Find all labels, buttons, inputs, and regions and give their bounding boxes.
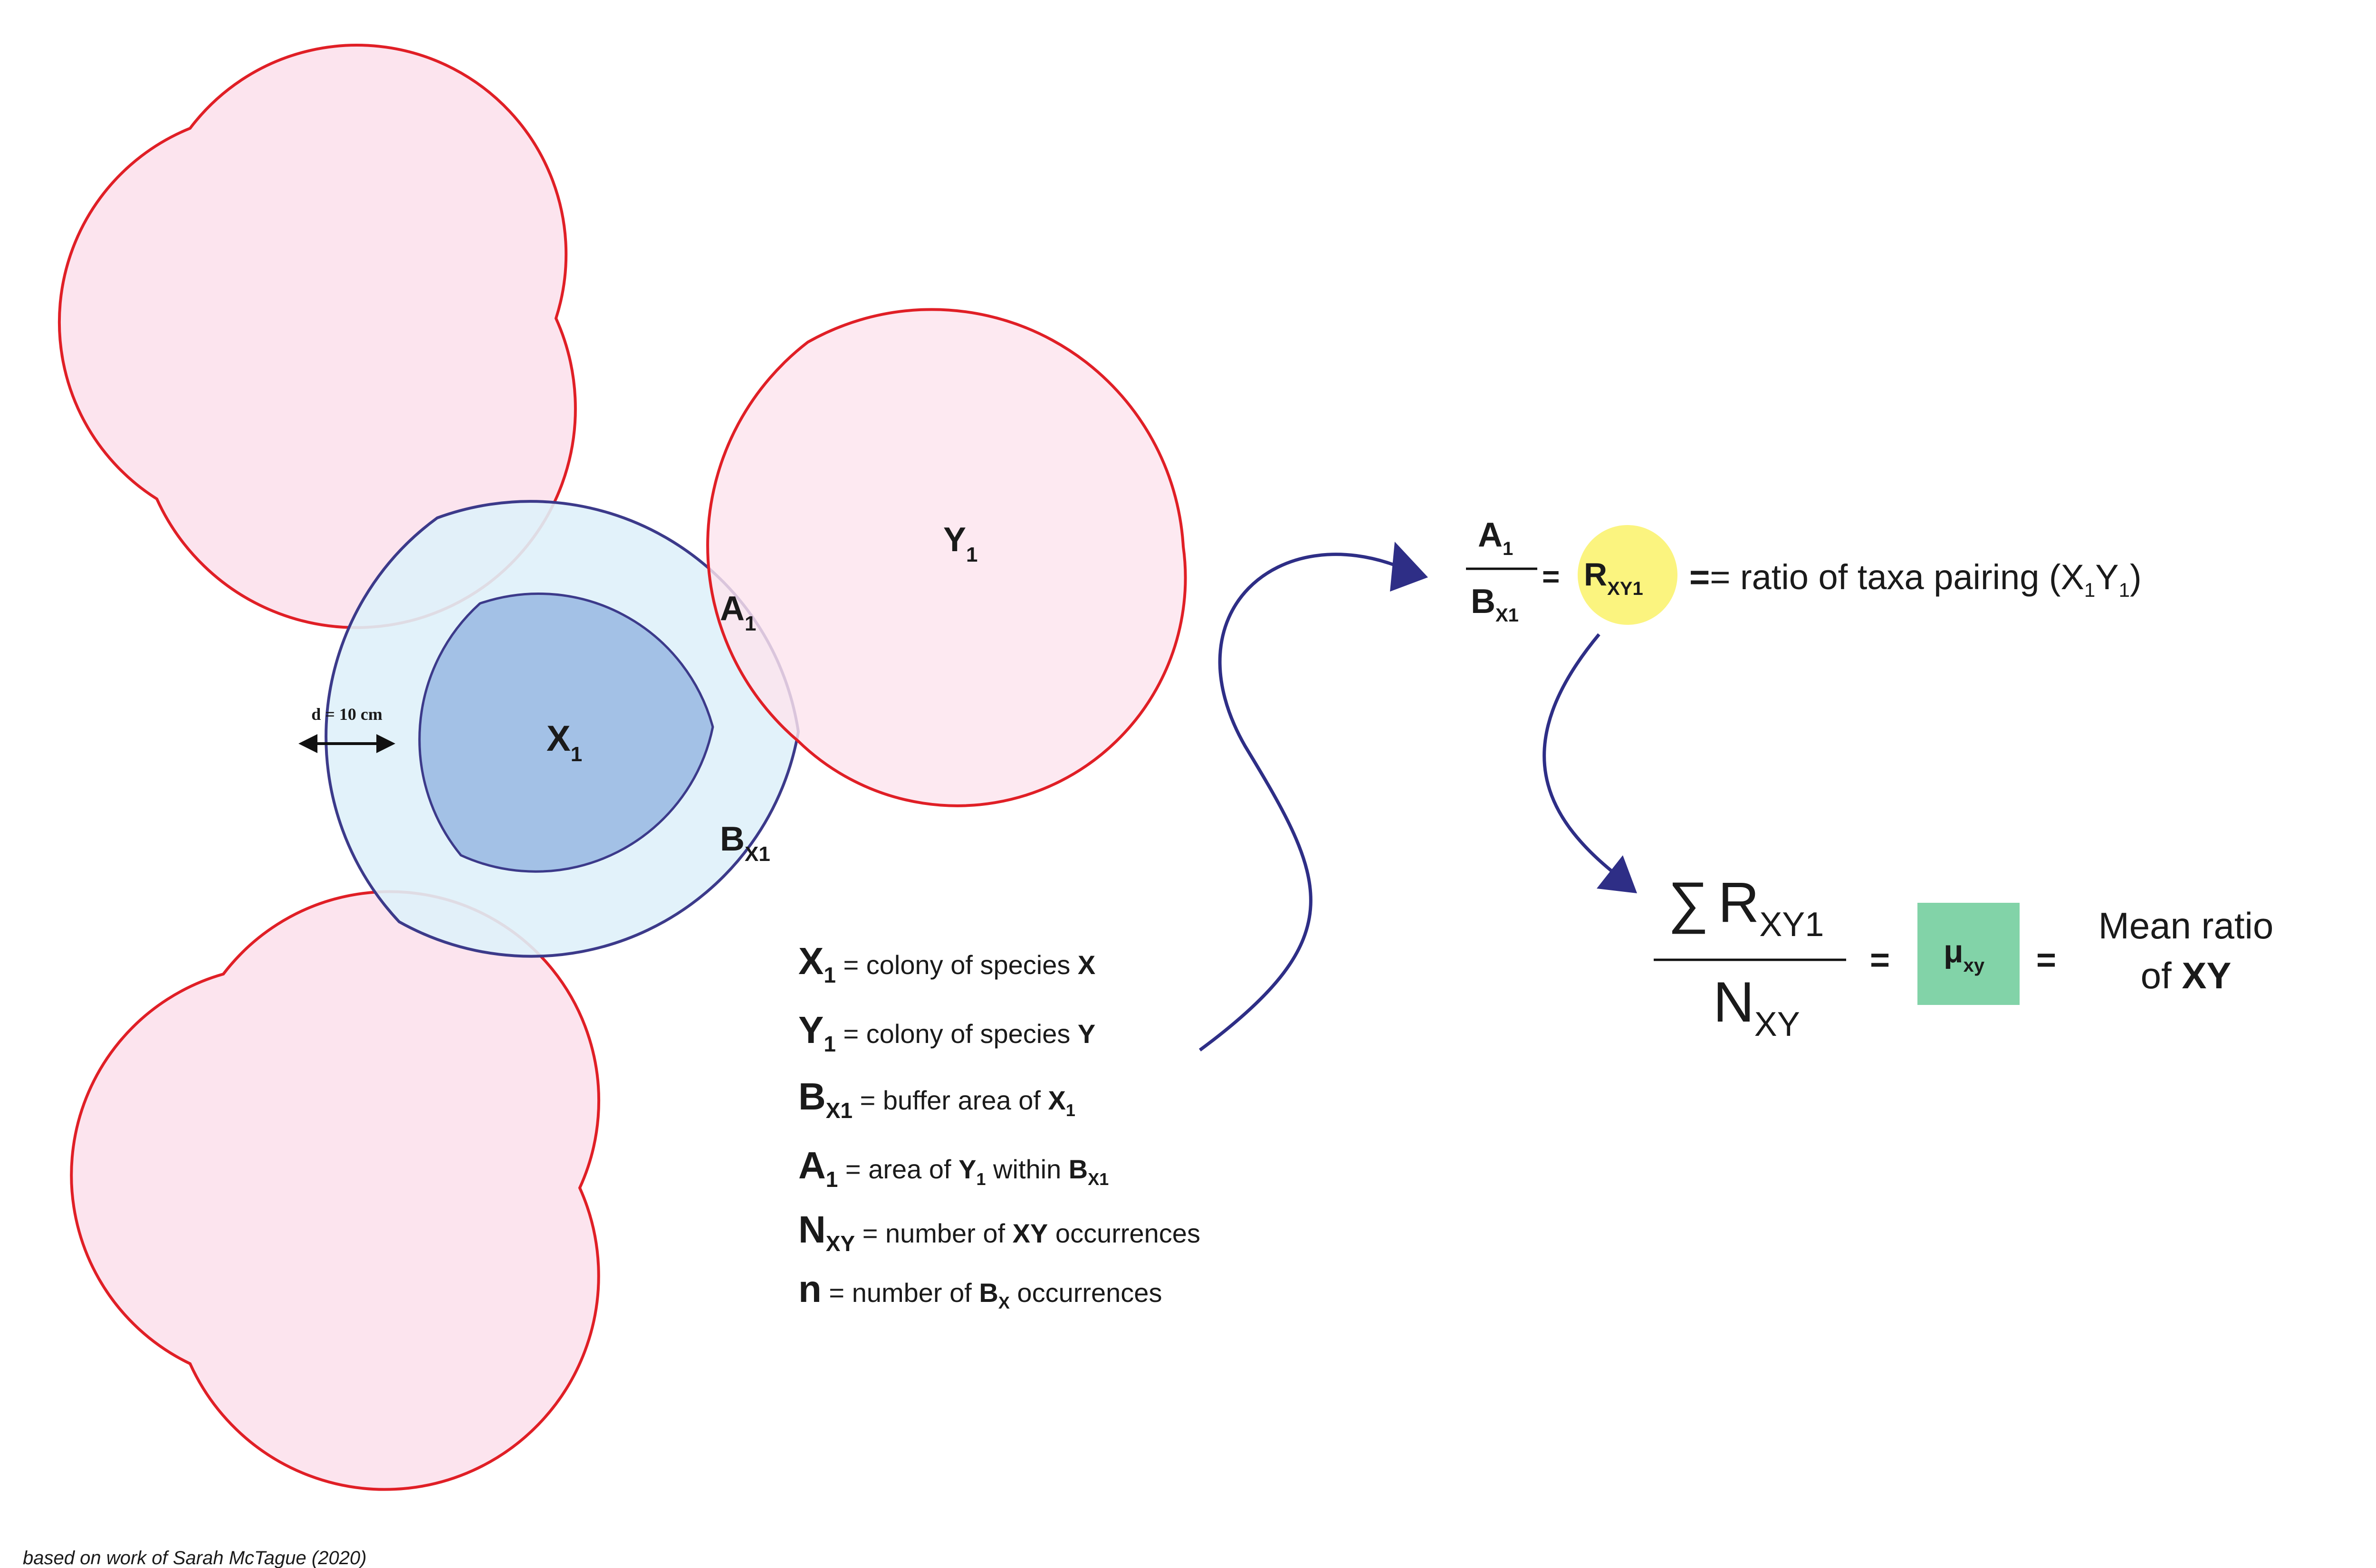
y1-colony [706, 308, 1187, 807]
mean-result: μxy [1944, 933, 1985, 976]
flow-arrow-to-mean-head [1597, 855, 1637, 893]
flow-arrow-to-ratio-head [1390, 542, 1428, 592]
mean-result-box [1917, 903, 2020, 1005]
y1-label: Y1 [943, 521, 978, 566]
credit-text: based on work of Sarah McTague (2020) [23, 1548, 366, 1568]
x1-colony [418, 592, 714, 873]
flow-arrow-to-ratio [1198, 553, 1403, 1052]
y-colony-bottom-left [70, 890, 601, 1491]
mean-description-line2: of XY [2141, 955, 2232, 996]
legend-item-nxy: NXY = number of XY occurrences [798, 1208, 1200, 1256]
ratio-formula: A1 BX1 = RXY1 == ratio of taxa pairing (… [1466, 516, 2142, 626]
legend-item-n: n = number of BX occurrences [798, 1268, 1162, 1312]
ratio-result: RXY1 [1584, 556, 1643, 599]
legend-item-a1: A1 = area of Y1 within BX1 [798, 1144, 1109, 1192]
distance-label: d = 10 cm [311, 705, 383, 724]
mean-equals-1: = [1870, 941, 1890, 979]
ratio-description: == ratio of taxa pairing (X1Y1) [1689, 557, 2142, 601]
mean-description-line1: Mean ratio [2098, 905, 2274, 947]
mean-formula: ∑RXY1 NXY = μxy = Mean ratio of XY [1654, 870, 2273, 1043]
mean-numerator: ∑RXY1 [1668, 870, 1824, 944]
ratio-numerator: A1 [1478, 516, 1513, 559]
a1-label: A1 [720, 590, 756, 635]
x1-label: X1 [546, 718, 582, 766]
mean-denominator: NXY [1713, 970, 1800, 1043]
distance-arrow [298, 734, 395, 753]
legend-item-y1: Y1 = colony of species Y [798, 1009, 1095, 1056]
ratio-equals: = [1542, 559, 1560, 593]
ratio-denominator: BX1 [1471, 583, 1519, 626]
flow-arrow-to-mean [1542, 633, 1617, 876]
mean-equals-2: = [2036, 941, 2056, 979]
legend-item-x1: X1 = colony of species X [798, 940, 1095, 987]
legend: X1 = colony of species X Y1 = colony of … [798, 940, 1200, 1312]
legend-item-bx1: BX1 = buffer area of X1 [798, 1075, 1075, 1123]
bx1-label: BX1 [720, 820, 770, 866]
ratio-result-circle [1578, 525, 1677, 625]
